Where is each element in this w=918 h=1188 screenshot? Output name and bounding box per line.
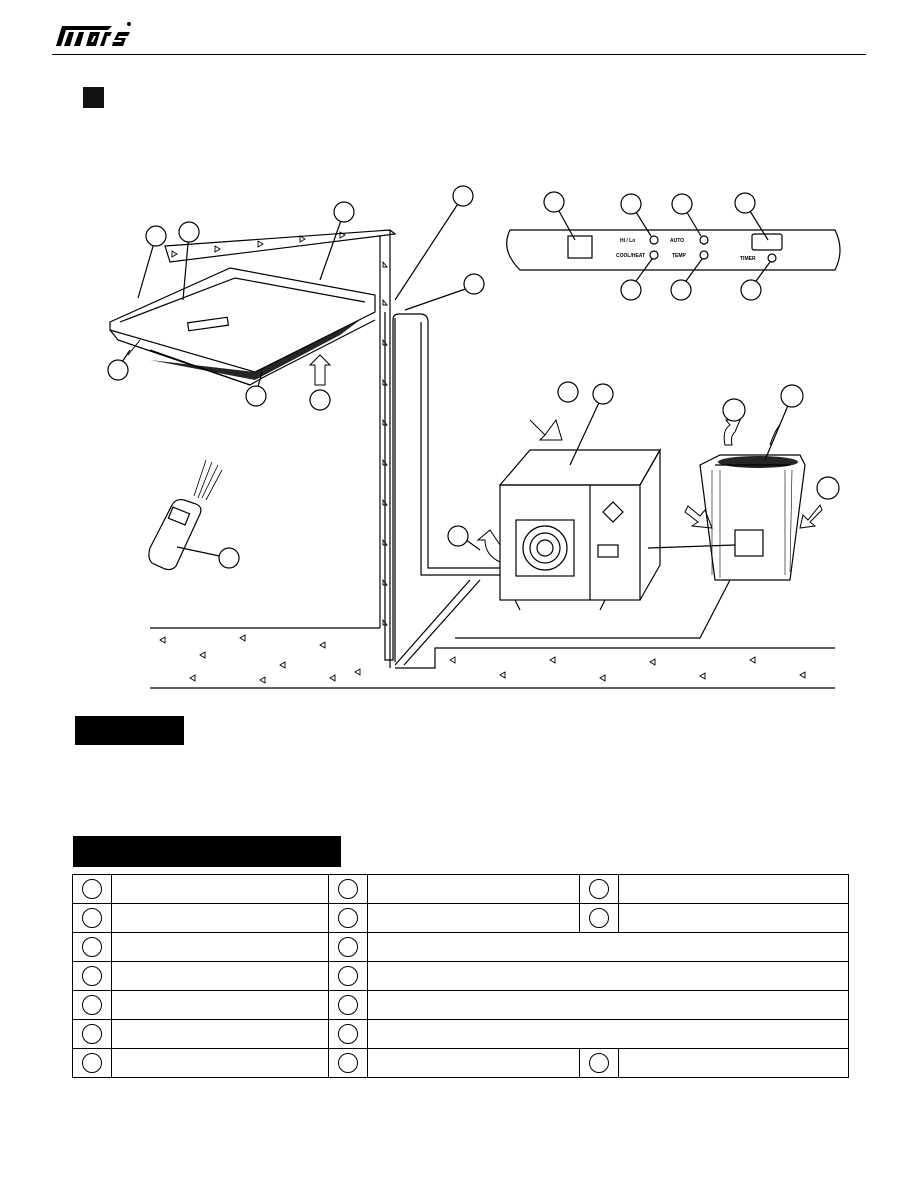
number-circle [81,1053,102,1073]
part-name [366,1048,581,1078]
number-circle [589,879,610,899]
part-name [110,961,329,991]
part-name [366,932,850,962]
number-circle [337,879,358,899]
part-name [618,1048,849,1078]
part-name [366,961,850,991]
number-circle [337,995,358,1015]
part-name [110,1048,329,1078]
number-circle [81,879,102,899]
part-name [618,874,849,904]
part-name [110,932,329,962]
table-row [72,932,850,962]
number-circle [337,966,358,986]
table-row [72,1048,849,1078]
section-label-bar [75,716,184,745]
number-circle [337,937,358,957]
installation-diagram: HI / Lo COOL/HEAT AUTO TEMP TIMER [107,185,841,689]
parts-table-title-bar [73,836,341,867]
number-circle [81,937,102,957]
table-row [72,961,850,991]
part-name [366,990,850,1020]
part-name [110,903,329,933]
part-name [366,874,581,904]
number-circle [81,995,102,1015]
part-name [366,1019,850,1049]
table-row [72,874,849,904]
panel-label-cool-heat: COOL/HEAT [616,253,645,259]
parts-table [72,874,850,1078]
part-name [110,990,329,1020]
header-rule [52,54,866,55]
panel-label-auto: AUTO [670,238,684,244]
number-circle [337,1024,358,1044]
table-row [72,1019,850,1049]
number-circle [81,966,102,986]
number-circle [589,908,610,928]
section-marker [83,87,104,108]
number-circle [589,1053,610,1073]
part-name [618,903,849,933]
table-row [72,990,850,1020]
mars-logo [56,22,131,46]
panel-label-temp: TEMP [672,253,687,259]
number-circle [337,908,358,928]
panel-label-timer: TIMER [740,256,756,262]
part-name [110,1019,329,1049]
panel-label-hi-lo: HI / Lo [620,238,635,244]
number-circle [81,908,102,928]
number-circle [81,1024,102,1044]
table-row [72,903,849,933]
number-circle [337,1053,358,1073]
part-name [366,903,581,933]
part-name [110,874,329,904]
